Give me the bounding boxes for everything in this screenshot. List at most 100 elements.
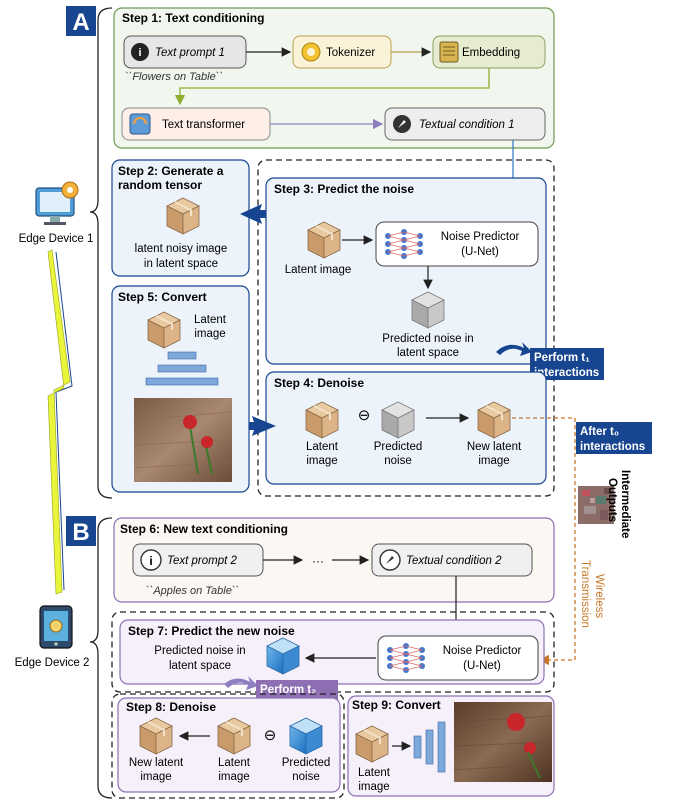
brace-a <box>89 7 113 499</box>
step2-to-step3-arrow <box>240 204 272 224</box>
step2-caption-l2: in latent space <box>144 258 218 270</box>
step8-c3-l1: Predicted <box>282 757 331 769</box>
step8-c1-l1: New latent <box>129 757 184 769</box>
prompt-1-text: ``Flowers on Table`` <box>125 71 223 83</box>
step4-c3-l2: image <box>478 455 509 467</box>
box-icon <box>307 221 341 259</box>
prompt-2-text: ``Apples on Table`` <box>146 585 239 597</box>
text-prompt-1-label: Text prompt 1 <box>155 47 225 59</box>
box-icon <box>139 717 173 755</box>
edge-device-1-label: Edge Device 1 <box>19 233 94 245</box>
link-line <box>55 251 73 591</box>
step5-latent-l1: Latent <box>194 314 227 326</box>
textual-condition-1-label: Textual condition 1 <box>419 119 514 131</box>
loop-region-b <box>111 611 555 693</box>
noise-predictor-2-l2: (U-Net) <box>463 660 501 672</box>
noise-predictor-1-l1: Noise Predictor <box>441 231 520 243</box>
step4-c1-l1: Latent <box>306 441 339 453</box>
noise-predictor-2-box <box>377 635 539 681</box>
step7-noise-l2: latent space <box>169 660 231 672</box>
step4-c1-l2: image <box>306 455 337 467</box>
cube-icon <box>381 401 415 439</box>
step8-c1-l2: image <box>140 771 171 783</box>
step7-title: Step 7: Predict the new noise <box>128 624 295 638</box>
rose-photo <box>133 398 233 482</box>
monitor-gear-icon <box>35 181 79 225</box>
step3-noise-l1: Predicted noise in <box>382 333 473 345</box>
step2-title-l2: random tensor <box>118 178 202 192</box>
step8-c2-l1: Latent <box>218 757 251 769</box>
box-icon <box>147 311 181 349</box>
wireless-link <box>512 417 576 666</box>
noise-predictor-2-l1: Noise Predictor <box>443 645 522 657</box>
cube-icon <box>289 717 323 755</box>
textual-condition-2-box <box>371 543 533 577</box>
step5-latent-l2: image <box>194 328 225 340</box>
after-t0-l1: After t₀ <box>580 426 619 438</box>
decoder-icon <box>392 721 446 773</box>
step8-title: Step 8: Denoise <box>126 700 216 714</box>
minus-symbol: ⊖ <box>358 407 371 424</box>
step2-caption-l1: latent noisy image <box>135 243 228 255</box>
step4-c2-l1: Predicted <box>374 441 423 453</box>
info-icon <box>140 549 162 571</box>
transformer-icon <box>129 113 151 135</box>
lightning-icon <box>47 249 71 595</box>
info-icon <box>131 43 149 61</box>
step8-c2-l2: image <box>218 771 249 783</box>
brace-b <box>89 517 113 799</box>
perform-t1-l1: Perform t₁ <box>534 352 590 364</box>
intermediate-l2: Outputs <box>606 478 618 522</box>
minus-symbol: ⊖ <box>264 727 277 744</box>
badge-a-label: A <box>72 9 89 36</box>
step4-c2-l2: noise <box>384 455 412 467</box>
box-icon <box>477 401 511 439</box>
embedding-label: Embedding <box>462 47 520 59</box>
badge-b <box>66 516 96 546</box>
intermediate-l1: Intermediate <box>619 470 631 538</box>
edge-device-2-label: Edge Device 2 <box>15 657 90 669</box>
step6-title: Step 6: New text conditioning <box>120 522 288 536</box>
step4-c3-l1: New latent <box>467 441 522 453</box>
step9-latent-l2: image <box>358 781 389 793</box>
svg-text:i: i <box>149 554 152 568</box>
step5-title: Step 5: Convert <box>118 290 207 304</box>
step4-to-step5-arrow <box>240 416 276 436</box>
step7-noise-l1: Predicted noise in <box>154 645 245 657</box>
wireless-l2: Transmission <box>579 560 591 628</box>
text-prompt-2-label: Text prompt 2 <box>167 555 237 567</box>
wireless-l1: Wireless <box>593 574 605 618</box>
step3-title: Step 3: Predict the noise <box>274 182 414 196</box>
cycle-icon-1 <box>496 342 532 356</box>
textual-condition-2-label: Textual condition 2 <box>406 555 502 567</box>
perform-t2-l1: Perform t₂ <box>260 684 316 696</box>
tokenizer-label: Tokenizer <box>326 47 375 59</box>
embedding-icon <box>439 41 459 63</box>
loop-region-a <box>257 159 555 497</box>
perform-t1-l2: interactions <box>534 367 599 379</box>
ellipsis: ··· <box>312 554 324 568</box>
box-icon <box>305 401 339 439</box>
step8-c3-l2: noise <box>292 771 320 783</box>
step9-latent-l1: Latent <box>358 767 391 779</box>
cube-icon <box>266 637 300 675</box>
loop-region-b2 <box>111 693 345 799</box>
step3-latent-label: Latent image <box>285 264 352 276</box>
after-t0-badge <box>576 422 652 454</box>
cube-icon <box>411 291 445 329</box>
badge-b-label: B <box>72 519 89 546</box>
tablet-icon <box>39 605 73 649</box>
text-transformer-label: Text transformer <box>162 119 245 131</box>
textual-condition-1-box <box>384 107 546 141</box>
svg-text:i: i <box>138 47 141 59</box>
cycle-icon-2 <box>224 676 258 690</box>
box-icon <box>166 197 200 235</box>
apple-photo <box>453 702 553 782</box>
box-icon <box>355 725 389 763</box>
step3-noise-l2: latent space <box>397 347 459 359</box>
box-icon <box>217 717 251 755</box>
step4-title: Step 4: Denoise <box>274 376 364 390</box>
after-t0-l2: interactions <box>580 441 645 453</box>
decoder-icon <box>145 351 219 386</box>
